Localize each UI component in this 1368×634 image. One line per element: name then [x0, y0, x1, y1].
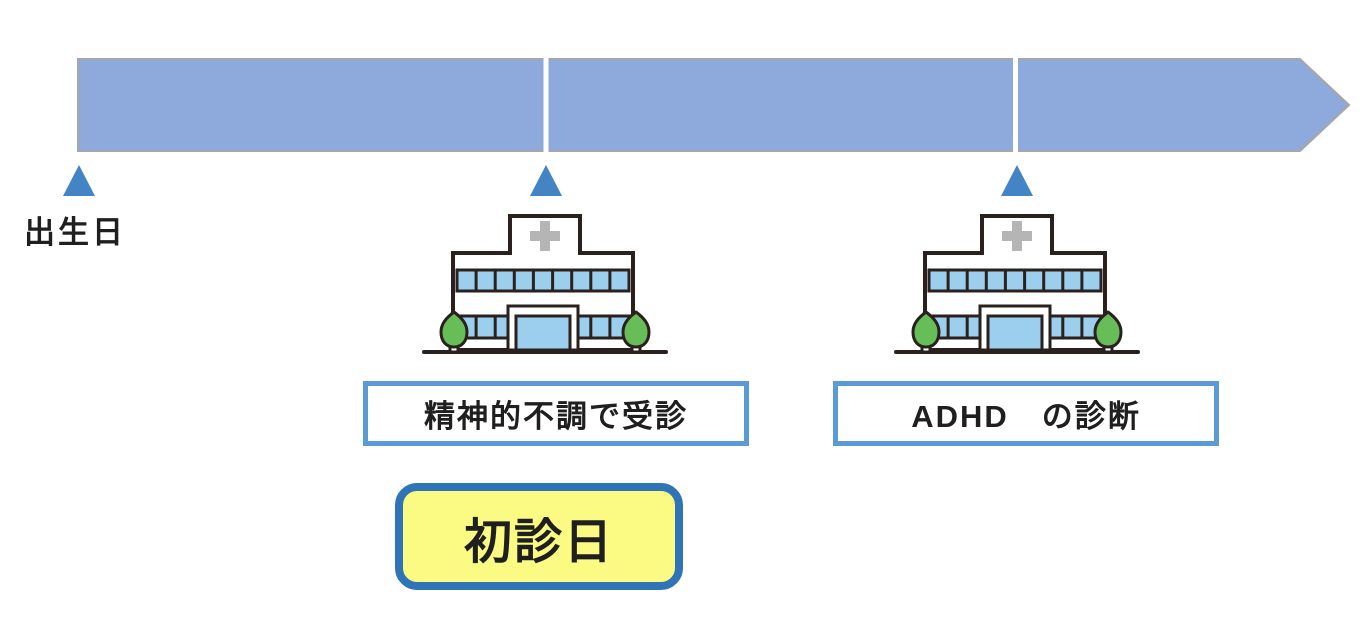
first-exam-date-label: 初診日 — [463, 515, 614, 569]
hospital-icon — [421, 210, 669, 356]
timeline-divider-diagnosis — [1013, 58, 1018, 152]
triangle-up-marker-icon-birth — [63, 165, 95, 196]
first-exam-date-box: 初診日 — [395, 483, 683, 590]
event-label-box-first-visit: 精神的不調で受診 — [363, 381, 749, 446]
triangle-up-marker-icon-first-visit — [530, 165, 562, 196]
event-label-first-visit: 精神的不調で受診 — [424, 399, 688, 434]
triangle-up-marker-icon-diagnosis — [1001, 165, 1033, 196]
birth-date-label: 出生日 — [24, 215, 126, 250]
timeline-arrow — [77, 58, 1351, 152]
hospital-icon — [893, 210, 1141, 356]
timeline-arrow-body — [77, 58, 1351, 152]
timeline-divider-first-visit — [543, 58, 549, 152]
event-label-diagnosis: ADHD の診断 — [911, 399, 1141, 434]
event-label-box-diagnosis: ADHD の診断 — [833, 381, 1219, 446]
